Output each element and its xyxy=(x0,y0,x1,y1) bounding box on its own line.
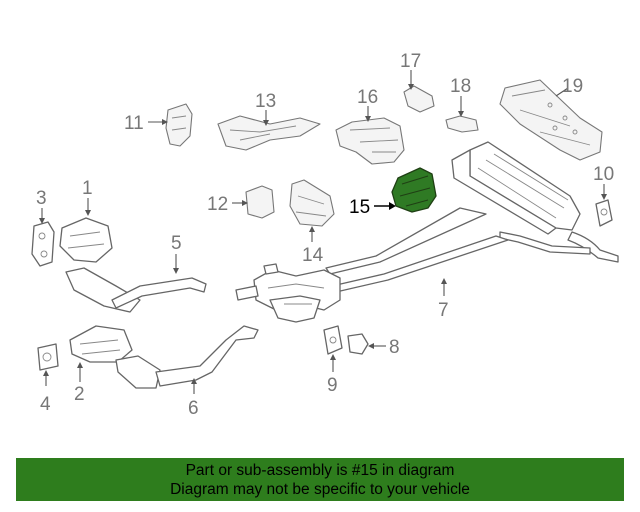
callout-5: 5 xyxy=(171,233,182,254)
part-8-bracket xyxy=(347,333,369,355)
part-10-hanger xyxy=(595,199,613,227)
part-11-heat-shield xyxy=(165,103,193,147)
part-13-heat-shield xyxy=(217,115,321,151)
callout-18: 18 xyxy=(450,76,471,97)
notice-line-2: Diagram may not be specific to your vehi… xyxy=(170,481,470,498)
callout-19: 19 xyxy=(562,76,583,97)
callout-6: 6 xyxy=(188,398,199,419)
exhaust-parts-diagram: 19 17 18 16 13 11 12 xyxy=(31,51,619,419)
part-12-heat-shield xyxy=(245,185,275,219)
part-16-heat-shield xyxy=(335,117,405,165)
part-4-gasket xyxy=(37,343,59,371)
part-14-heat-shield xyxy=(289,179,335,227)
callout-15: 15 xyxy=(349,197,370,218)
callout-1: 1 xyxy=(82,178,93,199)
callout-9: 9 xyxy=(327,375,338,396)
callout-14: 14 xyxy=(302,245,324,266)
callout-3: 3 xyxy=(36,188,47,209)
part-18-bracket xyxy=(445,115,479,133)
callout-16: 16 xyxy=(357,87,378,108)
part-5-pipe xyxy=(111,277,207,309)
part-15-bracket-highlighted[interactable] xyxy=(391,167,437,213)
part-17-bracket xyxy=(403,85,435,113)
part-19-heat-shield xyxy=(499,79,603,161)
part-9-hanger xyxy=(323,325,343,355)
callout-4: 4 xyxy=(40,394,51,415)
callout-12: 12 xyxy=(207,194,228,215)
fitment-notice-banner: Part or sub-assembly is #15 in diagram D… xyxy=(16,458,624,501)
part-6-pipe xyxy=(155,325,259,387)
part-3-gasket xyxy=(31,221,55,267)
callout-2: 2 xyxy=(74,384,85,405)
callout-8: 8 xyxy=(389,337,400,358)
callout-7: 7 xyxy=(438,300,449,321)
callout-10: 10 xyxy=(593,164,614,185)
callout-11: 11 xyxy=(124,113,144,134)
callout-17: 17 xyxy=(400,51,421,72)
notice-line-1: Part or sub-assembly is #15 in diagram xyxy=(185,462,455,479)
part-2-catalytic-converter xyxy=(69,325,161,389)
callout-13: 13 xyxy=(255,91,276,112)
part-7-exhaust-system xyxy=(235,141,619,323)
